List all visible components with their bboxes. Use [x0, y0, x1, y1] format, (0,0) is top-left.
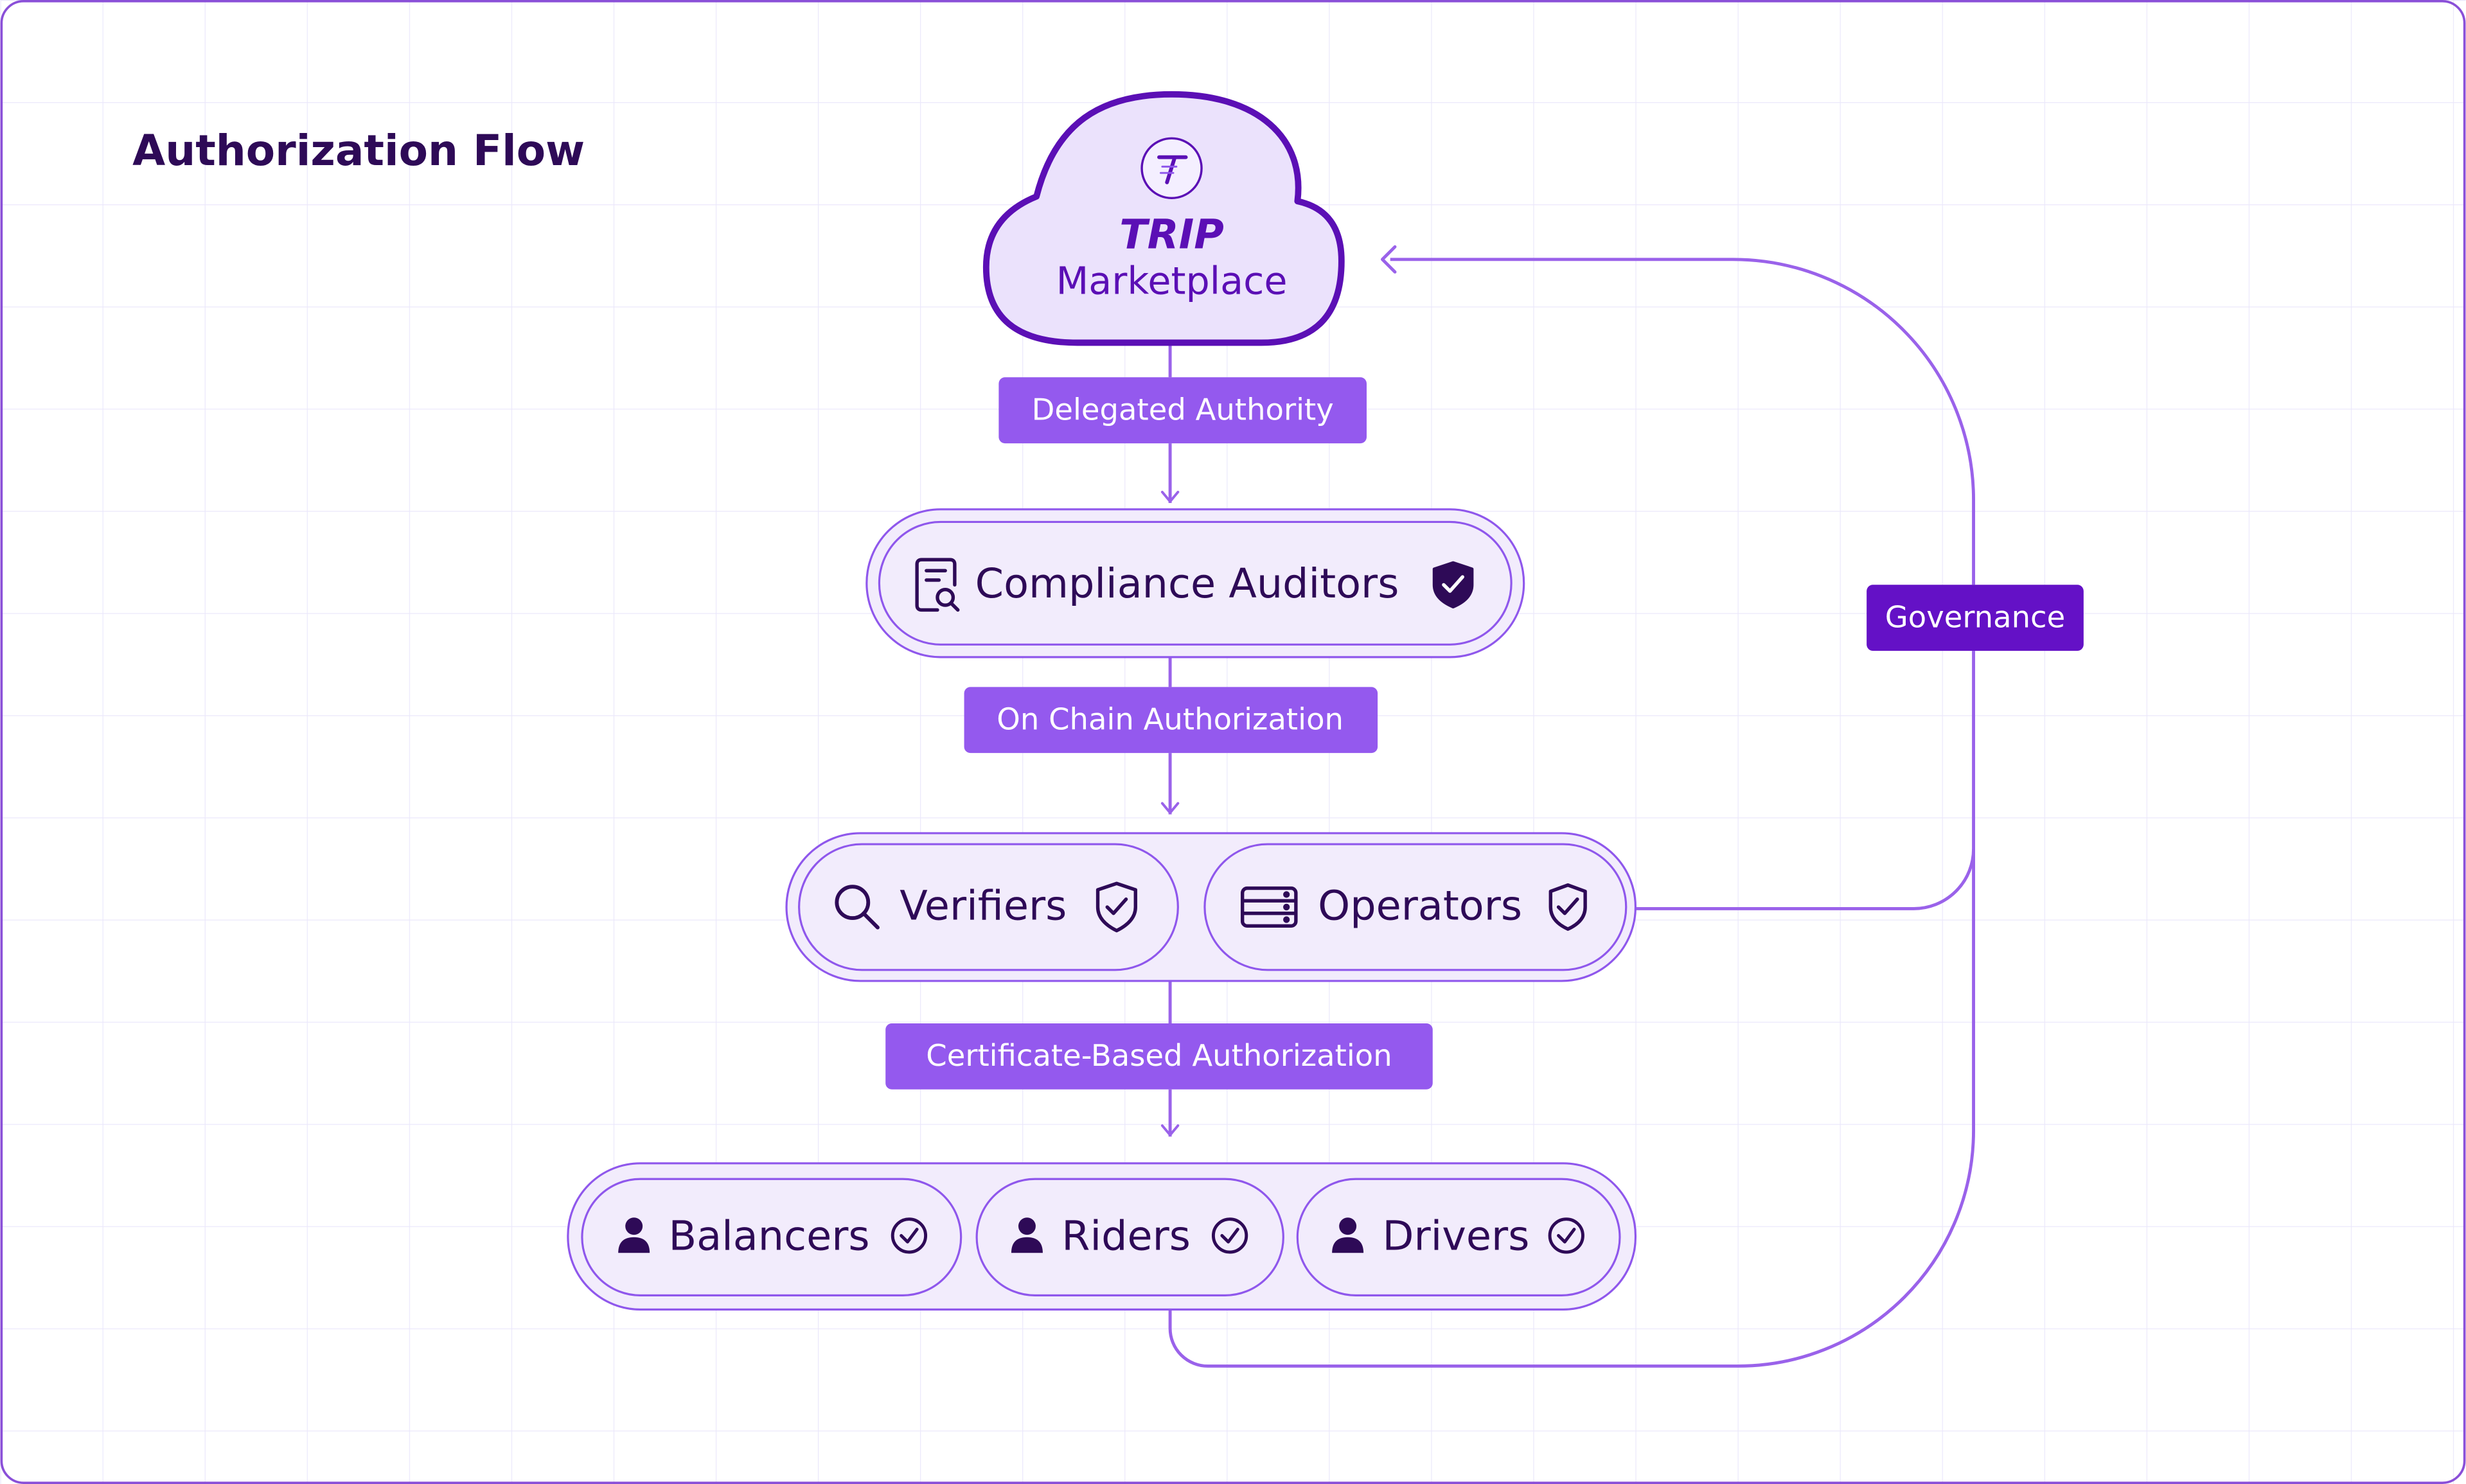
- delegated-authority-text: Delegated Authority: [1032, 392, 1334, 427]
- page-title: Authorization Flow: [132, 126, 585, 175]
- governance-label: Governance: [1867, 585, 2084, 651]
- drivers-node: Drivers: [1296, 1178, 1621, 1296]
- certificate-based-authorization-text: Certificate-Based Authorization: [926, 1038, 1392, 1073]
- balancers-label: Balancers: [669, 1212, 870, 1260]
- connector-participants-to-governance: [1168, 651, 1975, 1368]
- check-circle-icon: [891, 1217, 928, 1254]
- marketplace-brand: TRIP: [1119, 211, 1224, 259]
- shield-check-icon: [1096, 881, 1137, 933]
- trip-logo-icon: [1140, 137, 1203, 200]
- server-icon: [1240, 886, 1298, 928]
- operators-node: Operators: [1203, 843, 1628, 971]
- shield-check-icon: [1548, 883, 1587, 931]
- connectors: [1160, 245, 1975, 1368]
- certificate-based-authorization-label: Certificate-Based Authorization: [885, 1023, 1433, 1090]
- document-search-icon: [915, 558, 960, 612]
- verifiers-node: Verifiers: [798, 843, 1179, 971]
- verifiers-label: Verifiers: [900, 883, 1067, 930]
- marketplace-node: TRIP Marketplace: [982, 91, 1345, 346]
- on-chain-authorization-text: On Chain Authorization: [997, 702, 1344, 736]
- governance-text: Governance: [1885, 599, 2065, 634]
- check-circle-icon: [1211, 1217, 1248, 1254]
- compliance-auditors-node: Compliance Auditors: [865, 508, 1525, 658]
- balancers-node: Balancers: [581, 1178, 962, 1296]
- cloud-shape: [982, 91, 1345, 346]
- connector-governance-to-marketplace: [1390, 258, 1975, 585]
- riders-label: Riders: [1061, 1212, 1191, 1260]
- drivers-label: Drivers: [1382, 1212, 1529, 1260]
- on-chain-authorization-label: On Chain Authorization: [964, 687, 1378, 754]
- check-circle-icon: [1548, 1217, 1584, 1254]
- marketplace-name: Marketplace: [1056, 259, 1288, 303]
- user-icon: [1332, 1217, 1364, 1253]
- operators-label: Operators: [1318, 883, 1522, 930]
- riders-node: Riders: [975, 1178, 1284, 1296]
- search-icon: [835, 885, 880, 930]
- user-icon: [618, 1217, 650, 1253]
- delegated-authority-label: Delegated Authority: [998, 377, 1367, 444]
- compliance-auditors-label: Compliance Auditors: [975, 560, 1399, 608]
- user-icon: [1011, 1217, 1043, 1253]
- arrow-to-marketplace: [1381, 245, 1397, 274]
- shield-check-filled-icon: [1432, 561, 1474, 609]
